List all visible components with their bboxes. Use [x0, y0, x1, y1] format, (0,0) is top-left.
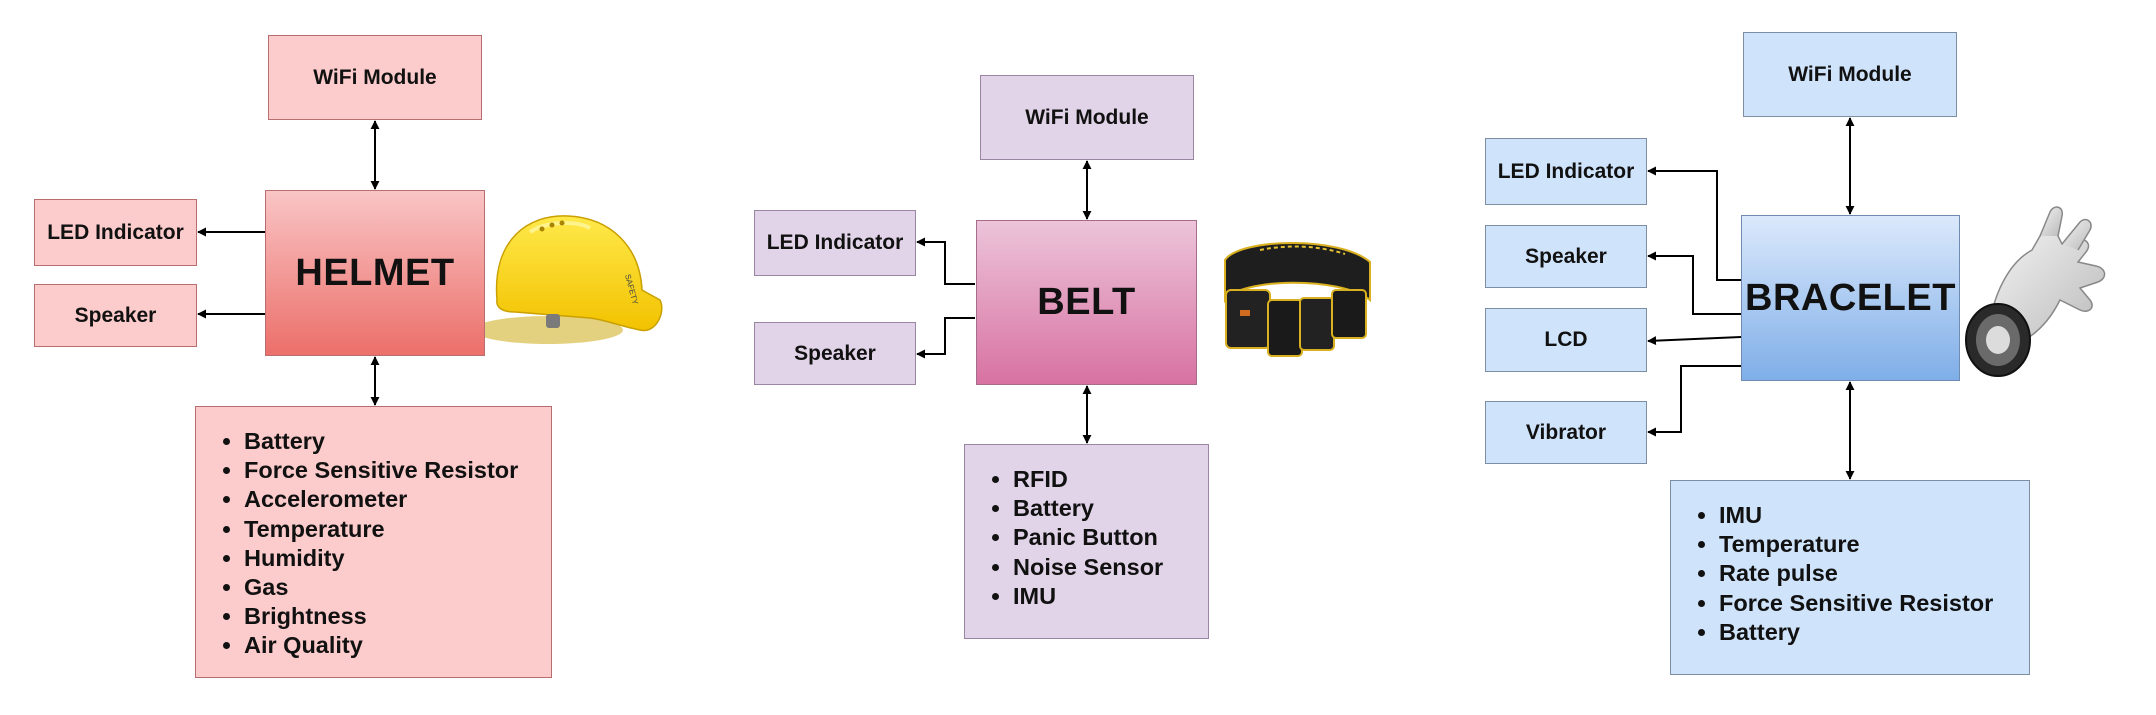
list-item: Humidity [244, 544, 551, 573]
list-item: Temperature [244, 515, 551, 544]
bracelet-led-indicator: LED Indicator [1485, 138, 1647, 205]
helmet-led-indicator: LED Indicator [34, 199, 197, 266]
bracelet-lcd-label: LCD [1544, 328, 1588, 351]
belt-speaker-label: Speaker [794, 341, 876, 365]
belt-sensor-list: RFID Battery Panic Button Noise Sensor I… [964, 444, 1209, 639]
belt-led-indicator: LED Indicator [754, 210, 916, 276]
list-item: Noise Sensor [1013, 553, 1208, 582]
helmet-speaker-label: Speaker [74, 303, 157, 327]
list-item: RFID [1013, 465, 1208, 494]
bracelet-sensor-list: IMU Temperature Rate pulse Force Sensiti… [1670, 480, 2030, 675]
bracelet-image [1965, 206, 2106, 377]
list-item: Gas [244, 573, 551, 602]
helmet-led-label: LED Indicator [47, 220, 184, 244]
belt-speaker-link [916, 317, 975, 359]
list-item: Rate pulse [1719, 559, 2029, 588]
bracelet-speaker: Speaker [1485, 225, 1647, 288]
belt-title: BELT [1037, 281, 1136, 323]
bracelet-speaker-label: Speaker [1525, 244, 1607, 268]
list-item: Battery [1719, 618, 2029, 647]
list-item: Force Sensitive Resistor [1719, 589, 2029, 618]
helmet-image: SAFETY [473, 215, 663, 344]
bracelet-speaker-link [1647, 251, 1741, 315]
bracelet-vibrator-link [1647, 365, 1741, 437]
bracelet-wifi-module: WiFi Module [1743, 32, 1957, 117]
helmet-wifi-module: WiFi Module [268, 35, 482, 120]
belt-wifi-module: WiFi Module [980, 75, 1194, 160]
belt-speaker: Speaker [754, 322, 916, 385]
list-item: Air Quality [244, 631, 551, 660]
helmet-sensor-list: Battery Force Sensitive Resistor Acceler… [195, 406, 552, 678]
bracelet-vibrator: Vibrator [1485, 401, 1647, 464]
bracelet-led-label: LED Indicator [1497, 159, 1635, 183]
bracelet-lcd-link [1647, 336, 1742, 346]
belt-main-box: BELT [976, 220, 1197, 385]
list-item: IMU [1013, 582, 1208, 611]
list-item: Temperature [1719, 530, 2029, 559]
bracelet-lcd: LCD [1485, 308, 1647, 372]
belt-wifi-label: WiFi Module [1025, 105, 1149, 129]
bracelet-vibrator-label: Vibrator [1525, 420, 1607, 444]
list-item: Panic Button [1013, 523, 1208, 552]
list-item: Battery [244, 427, 551, 456]
list-item: Force Sensitive Resistor [244, 456, 551, 485]
belt-image [1224, 242, 1371, 357]
list-item: Brightness [244, 602, 551, 631]
bracelet-title: BRACELET [1745, 276, 1956, 319]
bracelet-led-link [1647, 166, 1741, 281]
bracelet-wifi-label: WiFi Module [1788, 62, 1912, 86]
helmet-title: HELMET [295, 251, 455, 294]
helmet-wifi-label: WiFi Module [313, 65, 437, 89]
list-item: Accelerometer [244, 485, 551, 514]
helmet-speaker: Speaker [34, 284, 197, 347]
list-item: Battery [1013, 494, 1208, 523]
belt-led-link [916, 237, 975, 285]
list-item: IMU [1719, 501, 2029, 530]
bracelet-main-box: BRACELET [1741, 215, 1960, 381]
belt-led-label: LED Indicator [766, 231, 904, 254]
helmet-main-box: HELMET [265, 190, 485, 356]
